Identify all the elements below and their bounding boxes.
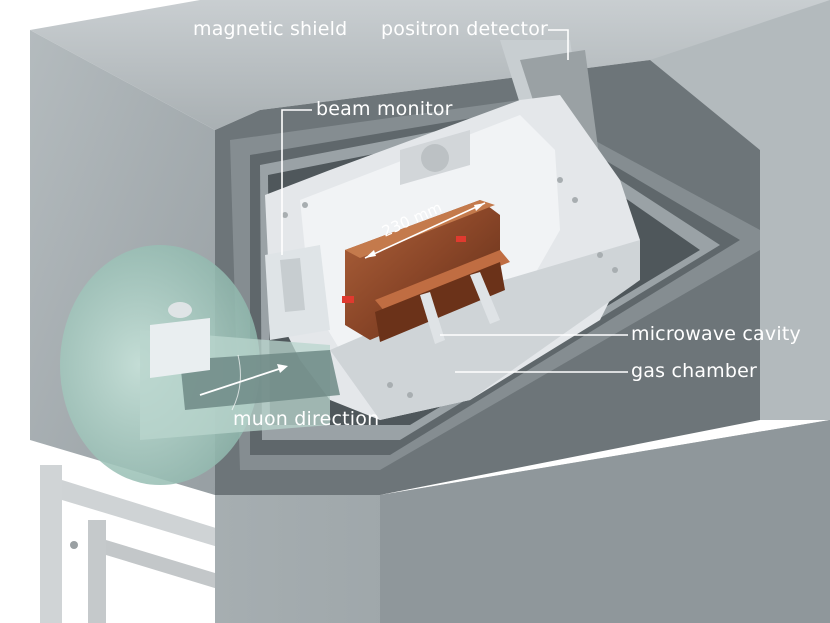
label-magnetic-shield: magnetic shield xyxy=(193,18,348,40)
label-positron-detector: positron detector xyxy=(381,18,549,40)
microwave-cavity xyxy=(342,200,510,344)
label-leader-lines xyxy=(281,29,628,373)
label-gas-chamber: gas chamber xyxy=(631,360,758,382)
label-muon-direction: muon direction xyxy=(233,408,380,430)
beam-line xyxy=(60,245,340,485)
label-microwave-cavity: microwave cavity xyxy=(631,323,801,345)
label-beam-monitor: beam monitor xyxy=(316,98,453,120)
